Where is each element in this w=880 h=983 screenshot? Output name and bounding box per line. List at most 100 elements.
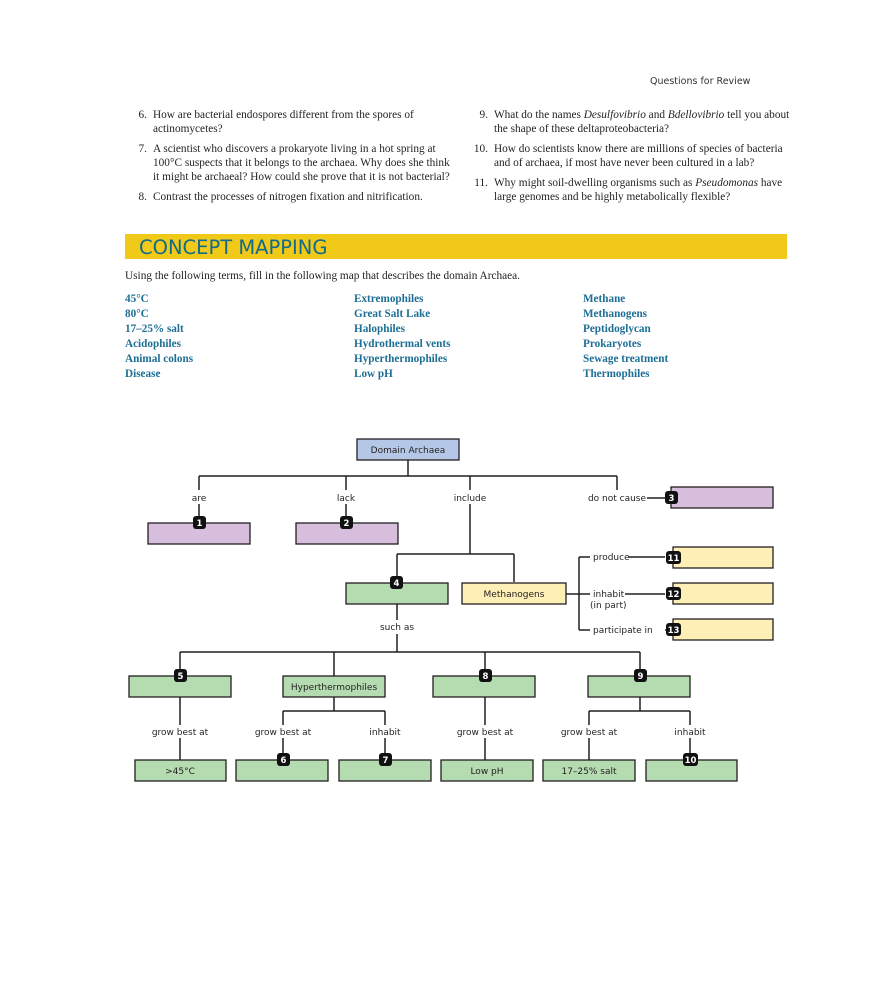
question-number: 11. [474, 177, 488, 189]
term: Acidophiles [125, 338, 181, 350]
badge-3: 3 [665, 491, 678, 504]
question-text: What do the names Desulfovibrio and Bdel… [494, 109, 790, 135]
question-text: Contrast the processes of nitrogen fixat… [153, 191, 423, 203]
node-salt [542, 759, 636, 782]
link-grow-best-at: grow best at [561, 728, 618, 738]
link-grow-best-at: grow best at [152, 728, 209, 738]
question-text: A scientist who discovers a prokaryote l… [153, 143, 450, 183]
term: Prokaryotes [583, 338, 642, 350]
link-grow-best-at: grow best at [255, 728, 312, 738]
question-10: 10. How do scientists know there are mil… [466, 142, 791, 170]
term-list-col1: 45°C 80°C 17–25% salt Acidophiles Animal… [125, 292, 193, 382]
question-text: How do scientists know there are million… [494, 143, 783, 169]
svg-text:9: 9 [638, 672, 644, 682]
question-number: 6. [138, 109, 147, 121]
term: 17–25% salt [125, 323, 184, 335]
svg-text:13: 13 [668, 626, 680, 636]
link-do-not-cause: do not cause [588, 494, 647, 504]
node-methanogens [461, 582, 567, 605]
section-intro: Using the following terms, fill in the f… [125, 270, 520, 282]
svg-text:10: 10 [685, 756, 697, 766]
hyperthermophiles-label: Hyperthermophiles [291, 683, 378, 693]
number-badges: 1 2 3 4 5 6 7 8 9 10 11 12 13 [174, 491, 698, 766]
link-participate-in: participate in [593, 626, 653, 636]
term: Disease [125, 368, 161, 380]
svg-text:8: 8 [483, 672, 489, 682]
blank-box-13[interactable] [672, 618, 774, 641]
question-number: 10. [473, 143, 488, 155]
badge-2: 2 [340, 516, 353, 529]
question-7: 7. A scientist who discovers a prokaryot… [125, 142, 455, 184]
low-ph-label: Low pH [470, 767, 503, 777]
question-9: 9. What do the names Desulfovibrio and B… [466, 108, 791, 136]
blank-box-3[interactable] [670, 486, 774, 509]
term: Animal colons [125, 353, 194, 365]
gt45c-label: >45°C [165, 767, 195, 777]
badge-8: 8 [479, 669, 492, 682]
salt-label: 17–25% salt [561, 767, 617, 777]
link-inhabit-in-part-2: (in part) [590, 601, 627, 611]
svg-text:6: 6 [281, 756, 287, 766]
term-list-col3: Methane Methanogens Peptidoglycan Prokar… [583, 292, 668, 382]
question-number: 7. [138, 143, 147, 155]
term: Hyperthermophiles [354, 353, 448, 365]
term: Sewage treatment [583, 353, 669, 365]
link-are: are [192, 494, 207, 504]
term: Low pH [354, 368, 393, 380]
connector-lines [179, 460, 691, 760]
term: Great Salt Lake [354, 308, 431, 320]
badge-1: 1 [193, 516, 206, 529]
section-title: CONCEPT MAPPING [139, 236, 328, 259]
link-inhabit-in-part: inhabit [593, 590, 625, 600]
link-such-as: such as [380, 623, 414, 633]
question-number: 9. [479, 109, 488, 121]
link-lack: lack [337, 494, 356, 504]
section-banner: CONCEPT MAPPING [125, 234, 787, 259]
term: Methanogens [583, 308, 648, 320]
svg-text:7: 7 [383, 756, 389, 766]
svg-text:1: 1 [197, 519, 203, 529]
svg-text:2: 2 [344, 519, 350, 529]
running-head: Questions for Review [650, 76, 751, 87]
link-labels: are lack include do not cause such as pr… [152, 494, 706, 738]
green-yellow-nodes [128, 546, 774, 782]
questions-right-column: 9. What do the names Desulfovibrio and B… [466, 108, 791, 210]
term: 80°C [125, 308, 149, 320]
link-inhabit: inhabit [369, 728, 401, 738]
badge-4: 4 [390, 576, 403, 589]
svg-text:11: 11 [668, 554, 680, 564]
blank-box-11[interactable] [672, 546, 774, 569]
svg-text:Domain Archaea: Domain Archaea [371, 446, 446, 456]
badge-10: 10 [683, 753, 698, 766]
term-list-col2: Extremophiles Great Salt Lake Halophiles… [354, 292, 450, 382]
link-include: include [454, 494, 487, 504]
link-produce: produce [593, 553, 630, 563]
question-text: Why might soil-dwelling organisms such a… [494, 177, 783, 203]
badge-13: 13 [666, 623, 681, 636]
svg-text:3: 3 [669, 494, 675, 504]
node-domain-archaea: Domain Archaea [356, 438, 460, 461]
badge-7: 7 [379, 753, 392, 766]
badge-5: 5 [174, 669, 187, 682]
term: Methane [583, 293, 626, 305]
badge-12: 12 [666, 587, 681, 600]
term: Hydrothermal vents [354, 338, 451, 350]
badge-6: 6 [277, 753, 290, 766]
node-hyperthermophiles [282, 675, 386, 698]
link-inhabit: inhabit [674, 728, 706, 738]
svg-text:12: 12 [668, 590, 680, 600]
blank-box-12[interactable] [672, 582, 774, 605]
question-6: 6. How are bacterial endospores differen… [125, 108, 455, 136]
badge-11: 11 [666, 551, 681, 564]
term: Halophiles [354, 323, 405, 335]
svg-text:5: 5 [178, 672, 184, 682]
node-low-ph [440, 759, 534, 782]
term: 45°C [125, 293, 149, 305]
link-grow-best-at: grow best at [457, 728, 514, 738]
purple-nodes [147, 486, 774, 545]
question-number: 8. [138, 191, 147, 203]
questions-left-column: 6. How are bacterial endospores differen… [125, 108, 455, 210]
term: Extremophiles [354, 293, 424, 305]
term: Peptidoglycan [583, 323, 651, 335]
